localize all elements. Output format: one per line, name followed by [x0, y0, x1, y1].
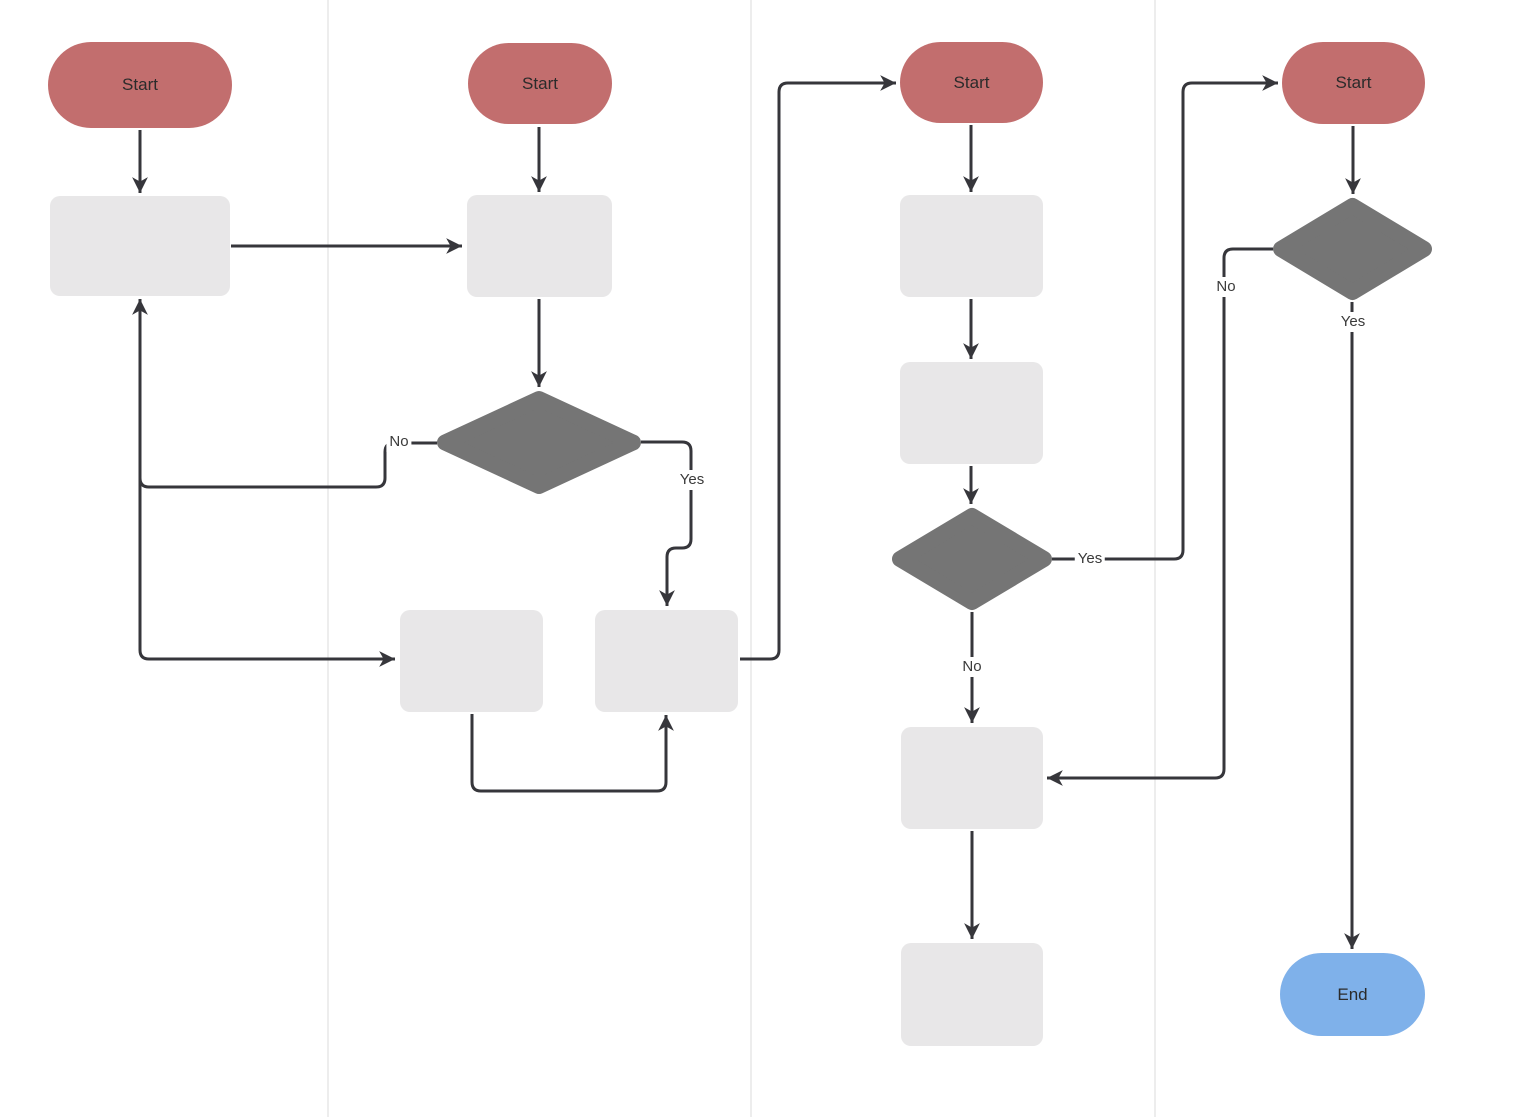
process-node-6[interactable]: [900, 362, 1043, 464]
lane-divider-2: [750, 0, 752, 1117]
edge-process1-to-process3[interactable]: [138, 300, 395, 667]
decision-node-3[interactable]: [892, 508, 1052, 610]
edge-label-decision3-yes[interactable]: Yes: [1074, 549, 1106, 569]
process-node-5[interactable]: [900, 195, 1043, 297]
start-node-1-label: Start: [122, 75, 158, 94]
edge-label-decision2-no[interactable]: No: [386, 432, 412, 452]
edge-process4-to-start3[interactable]: [740, 75, 896, 661]
process-node-2[interactable]: [467, 195, 612, 297]
decision-node-4[interactable]: [1273, 198, 1432, 300]
edge-label-decision4-no[interactable]: No: [1213, 277, 1239, 297]
process-node-4[interactable]: [595, 610, 738, 712]
start-node-2-label: Start: [522, 73, 558, 93]
start-node-2[interactable]: Start: [468, 43, 612, 124]
process-node-7[interactable]: [901, 727, 1043, 829]
end-node-label: End: [1337, 984, 1368, 1004]
process-node-3[interactable]: [400, 610, 543, 712]
edge-decision3-yes-to-start4[interactable]: [1052, 75, 1278, 561]
edge-label-decision2-yes[interactable]: Yes: [676, 470, 708, 490]
edge-label-decision4-yes[interactable]: Yes: [1337, 312, 1369, 332]
start-node-4-label: Start: [1335, 73, 1372, 92]
start-node-3[interactable]: Start: [900, 42, 1043, 123]
process-node-8[interactable]: [901, 943, 1043, 1046]
start-node-3-label: Start: [953, 72, 990, 92]
edge-process3-to-process4[interactable]: [470, 714, 674, 793]
start-node-4[interactable]: Start: [1282, 42, 1425, 124]
decision-node-2[interactable]: [437, 391, 641, 494]
lane-divider-1: [327, 0, 329, 1117]
edge-label-decision3-no[interactable]: No: [959, 657, 985, 677]
edge-decision4-no-to-process7[interactable]: [1047, 247, 1273, 786]
edge-decision2-yes-to-process4[interactable]: [641, 440, 693, 606]
edge-decision2-no-to-process1[interactable]: [132, 299, 437, 489]
process-node-1[interactable]: [50, 196, 230, 296]
start-node-1[interactable]: Start: [48, 42, 232, 128]
end-node[interactable]: End: [1280, 953, 1425, 1036]
